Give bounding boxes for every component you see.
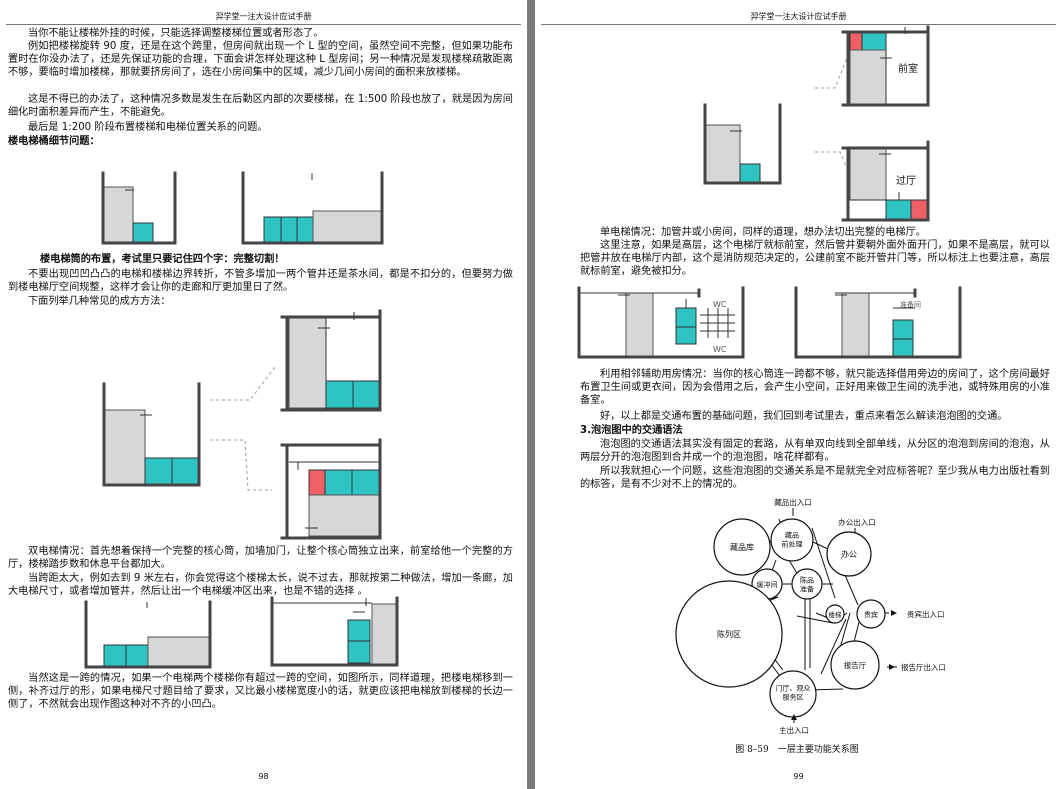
label-wc-top: WC (713, 300, 727, 309)
left-page: 羿学堂一注大设计应试手册 当你不能让楼梯外挂的时候，只能选择调整楼梯位置或者形态… (0, 0, 527, 789)
header-rule (541, 24, 1056, 25)
paragraph: 不要出现凹凹凸凸的电梯和楼梯边界转折，不管多增加一两个管井还是茶水间，都是不扣分… (8, 269, 513, 293)
section-heading: 3.泡泡图中的交通语法 (580, 425, 683, 436)
label-wc-bottom: WC (713, 345, 727, 354)
bubble-lecture-label: 报告厅 (844, 660, 867, 670)
bubble-office-label: 办公 (841, 549, 857, 559)
entrance-arrow-report (889, 664, 895, 670)
paragraph: 双电梯情况：首先想着保持一个完整的核心筒，加墙加门，让整个核心筒独立出来，前室给… (8, 546, 513, 570)
paragraph: 单电梯情况：加管井或小房间，同样的道理，想办法切出完整的电梯厅。 (600, 227, 926, 238)
bubble-buffer-label: 缓冲间 (757, 580, 778, 589)
paragraph: 例如把楼梯旋转 90 度，还是在这个跨里，但房间就出现一个 L 型的空间，虽然空… (8, 41, 513, 78)
paragraph: 泡泡图的交通语法其实没有固定的套路，从有单双向线到全部单线，从分区的泡泡到房间的… (580, 439, 1050, 463)
bubble-lift-label: 楼梯 (829, 610, 843, 619)
bubble-processing-label: 藏品前处理 (782, 531, 803, 549)
paragraph: 最后是 1:200 阶段布置楼梯和电梯位置关系的问题。 (28, 122, 268, 133)
paragraph: 当跨距太大，例如去到 9 米左右，你会觉得这个楼梯太长，说不过去，那就按第二种做… (8, 573, 513, 597)
bubble-lobby-label: 门厅、观众服务区 (776, 684, 811, 702)
paragraph: 下面列举几种常见的成方方法： (28, 296, 171, 307)
page-header: 羿学堂一注大设计应试手册 (750, 12, 847, 21)
entrance-office-label: 办公出入口 (838, 517, 876, 527)
paragraph: 好，以上都是交通布置的基础问题，我们回到考试里去，重点来看怎么解读泡泡图的交通。 (600, 411, 1008, 422)
right-page: 羿学堂一注大设计应试手册 前室 过厅 单电梯情况 (535, 0, 1062, 789)
section-heading: 楼电梯桶细节问题： (8, 136, 100, 147)
paragraph: 当你不能让楼梯外挂的时候，只能选择调整楼梯位置或者形态了。 (28, 28, 324, 39)
bubble-vip (856, 599, 886, 629)
core-tube-diagram (102, 309, 382, 540)
paragraph: 所以我就担心一个问题，这些泡泡图的交通关系是不是就完全对应标答呢？至少我从电力出… (580, 466, 1050, 490)
bubble-display-aux-label: 陈品准备 (800, 576, 814, 594)
label-prep-room: 准备间 (900, 300, 921, 309)
bubble-vip-label: 贵宾 (864, 610, 878, 619)
stair-diagram-left (101, 171, 384, 245)
single-elevator-diagram: 前室 过厅 (703, 25, 930, 222)
bubble-exhibition (675, 580, 783, 688)
bubble-display-aux (791, 568, 823, 600)
paragraph: 当然这是一跨的情况，如果一个电梯两个楼梯你有超过一跨的空间，如图所示，同样道理，… (8, 673, 513, 710)
bubble-office (826, 531, 872, 577)
bubble-lift (825, 604, 845, 624)
bubble-exhibition-label: 陈列区 (717, 629, 741, 639)
label-hall: 过厅 (896, 174, 916, 187)
paragraph: 这里注意，如果是高层，这个电梯厅就标前室，然后管井要朝外面外面开门，如果不是高层… (580, 240, 1050, 277)
page-number: 99 (793, 772, 804, 781)
key-statement: 楼电梯筒的布置，考试里只要记住四个字：完整切割！ (40, 254, 285, 265)
bubble-lecture (830, 640, 880, 690)
paragraph: 这是不得已的办法了，这种情况多数是发生在后勤区内部的次要楼梯，在 1:500 阶… (8, 94, 513, 118)
bubble-diagram: 藏品出入口 办公出入口 贵宾出入口 报告厅出入口 主出入口 藏品库 藏品前处理 … (675, 497, 946, 755)
bubble-storage-label: 藏品库 (730, 542, 754, 552)
span-diagram (84, 596, 399, 669)
bubble-processing (770, 518, 814, 562)
entrance-arrow-vip (891, 610, 897, 616)
entrance-main-label: 主出入口 (779, 725, 809, 735)
figure-caption: 图 8–59 一层主要功能关系图 (735, 743, 859, 755)
entrance-arrow-main (791, 714, 797, 720)
entrance-vip-label: 贵宾出入口 (907, 609, 945, 619)
page-header: 羿学堂一注大设计应试手册 (215, 12, 312, 21)
paragraph: 利用相邻辅助用房情况：当你的核心筒连一跨都不够，就只能选择借用旁边的房间了，这个… (580, 369, 1050, 406)
header-rule (6, 24, 521, 25)
bubble-storage (713, 518, 771, 576)
label-front-room: 前室 (898, 62, 918, 75)
entrance-report-label: 报告厅出入口 (901, 662, 946, 672)
entrance-goods-label: 藏品出入口 (774, 497, 812, 507)
page-number: 98 (258, 772, 269, 781)
adjacent-room-diagram: WC WC 准备间 (577, 286, 962, 359)
